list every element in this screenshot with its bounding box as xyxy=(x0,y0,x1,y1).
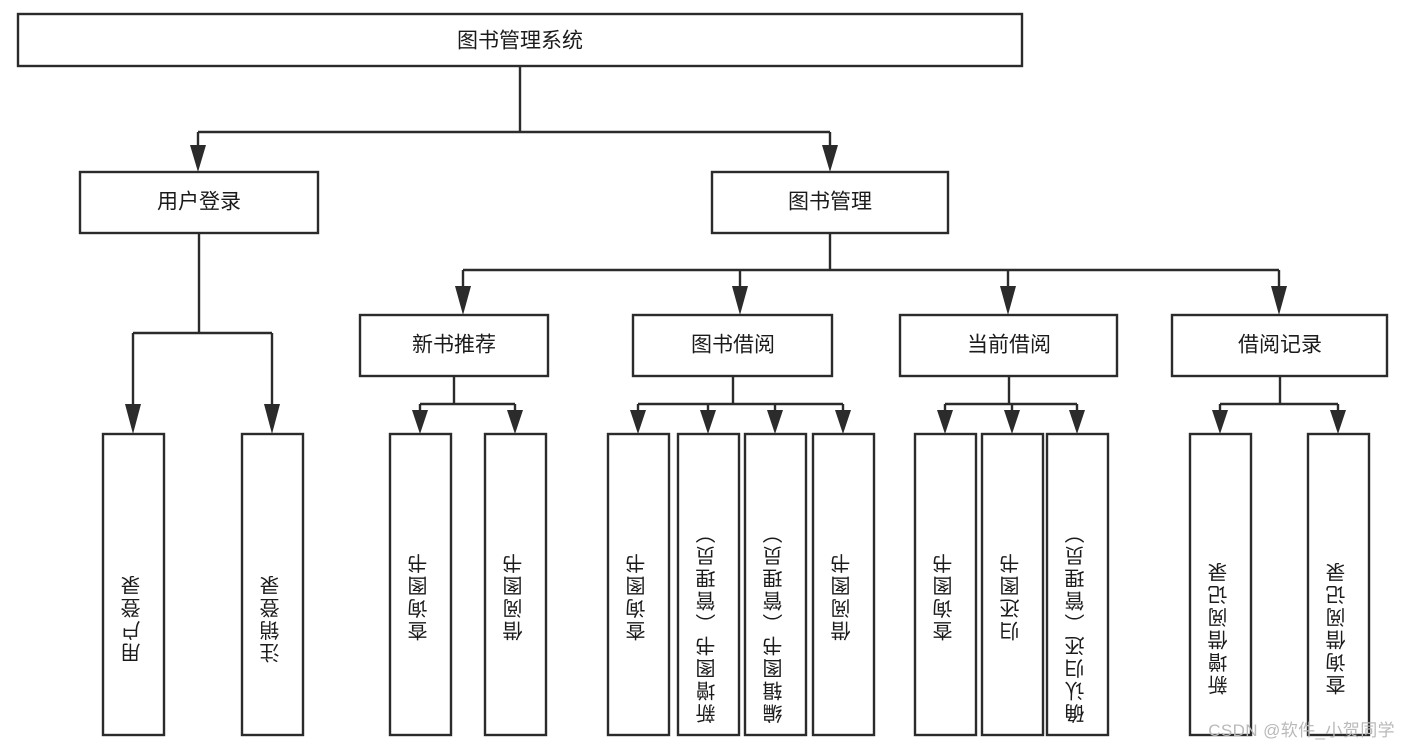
current-borrow-box xyxy=(898,313,1119,378)
root-box xyxy=(16,12,1024,68)
arrow-to-leaf-user-login xyxy=(125,404,141,434)
leaf-box-query-record[interactable] xyxy=(1306,432,1371,737)
current-borrow-label: 当前借阅 xyxy=(967,334,1051,357)
node-book-borrow[interactable]: 图书借阅 xyxy=(631,313,834,378)
arrow-to-leaf-add-book xyxy=(700,410,716,434)
book-borrow-label: 图书借阅 xyxy=(691,334,775,357)
leaf-box-borrow-book-1[interactable] xyxy=(483,432,548,737)
arrow-to-leaf-confirm-return xyxy=(1069,410,1085,434)
node-current-borrow[interactable]: 当前借阅 xyxy=(898,313,1119,378)
arrow-to-leaf-query-record xyxy=(1330,410,1346,434)
leaf-box-query-book-2[interactable] xyxy=(606,432,671,737)
leaf-box-confirm-return[interactable] xyxy=(1045,432,1110,737)
arrow-to-leaf-logout xyxy=(264,404,280,434)
node-borrow-record[interactable]: 借阅记录 xyxy=(1170,313,1389,378)
borrow-record-label: 借阅记录 xyxy=(1238,334,1322,357)
node-new-book-rec[interactable]: 新书推荐 xyxy=(358,313,550,378)
leaf-box-query-book-1[interactable] xyxy=(388,432,453,737)
leaf-box-query-book-3[interactable] xyxy=(913,432,978,737)
arrow-to-new-book-rec xyxy=(455,286,471,315)
node-user-login[interactable]: 用户登录 xyxy=(78,170,320,235)
leaf-box-borrow-book-2[interactable] xyxy=(811,432,876,737)
arrow-to-borrow-record xyxy=(1271,286,1287,315)
arrow-to-leaf-query-book-3 xyxy=(937,410,953,434)
arrow-to-leaf-borrow-book-1 xyxy=(507,410,523,434)
arrow-to-leaf-return-book xyxy=(1004,410,1020,434)
arrow-to-current-borrow xyxy=(1000,286,1016,315)
arrow-to-book-manage xyxy=(822,145,838,172)
arrow-to-leaf-borrow-book-2 xyxy=(835,410,851,434)
borrow-record-box xyxy=(1170,313,1389,378)
leaf-box-add-book[interactable] xyxy=(676,432,741,737)
node-book-manage[interactable]: 图书管理 xyxy=(710,170,950,235)
book-manage-box xyxy=(710,170,950,235)
arrow-to-book-borrow xyxy=(732,286,748,315)
csdn-watermark: CSDN @软件_小贺同学 xyxy=(1208,721,1395,740)
user-login-label: 用户登录 xyxy=(157,191,241,214)
arrow-to-leaf-add-record xyxy=(1212,410,1228,434)
new-book-rec-label: 新书推荐 xyxy=(412,334,496,357)
leaf-box-logout[interactable] xyxy=(240,432,305,737)
arrow-to-user-login xyxy=(190,145,206,172)
arrow-to-leaf-edit-book xyxy=(767,410,783,434)
book-manage-label: 图书管理 xyxy=(788,191,872,214)
leaf-box-user-login[interactable] xyxy=(101,432,166,737)
arrow-to-leaf-query-book-1 xyxy=(412,410,428,434)
leaf-box-return-book[interactable] xyxy=(980,432,1045,737)
arrow-to-leaf-query-book-2 xyxy=(630,410,646,434)
root-label: 图书管理系统 xyxy=(457,30,583,53)
new-book-rec-box xyxy=(358,313,550,378)
book-borrow-box xyxy=(631,313,834,378)
leaf-box-add-record[interactable] xyxy=(1188,432,1253,737)
leaf-box-edit-book[interactable] xyxy=(743,432,808,737)
node-root[interactable]: 图书管理系统 xyxy=(16,12,1024,68)
